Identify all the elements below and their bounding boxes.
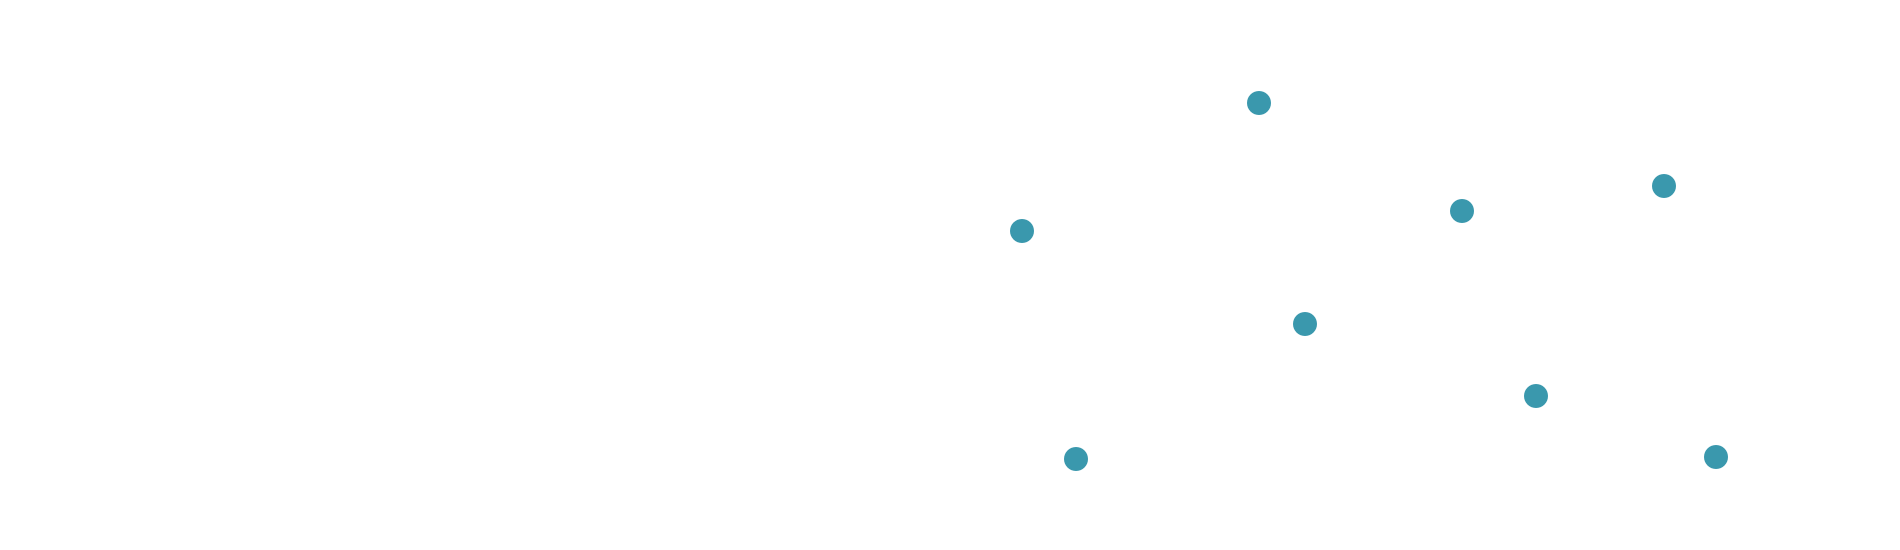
dot <box>1064 447 1088 471</box>
dot <box>1247 91 1271 115</box>
dot <box>1704 445 1728 469</box>
dot <box>1652 174 1676 198</box>
dot <box>1524 384 1548 408</box>
dot <box>1450 199 1474 223</box>
dot <box>1010 219 1034 243</box>
dot <box>1293 312 1317 336</box>
